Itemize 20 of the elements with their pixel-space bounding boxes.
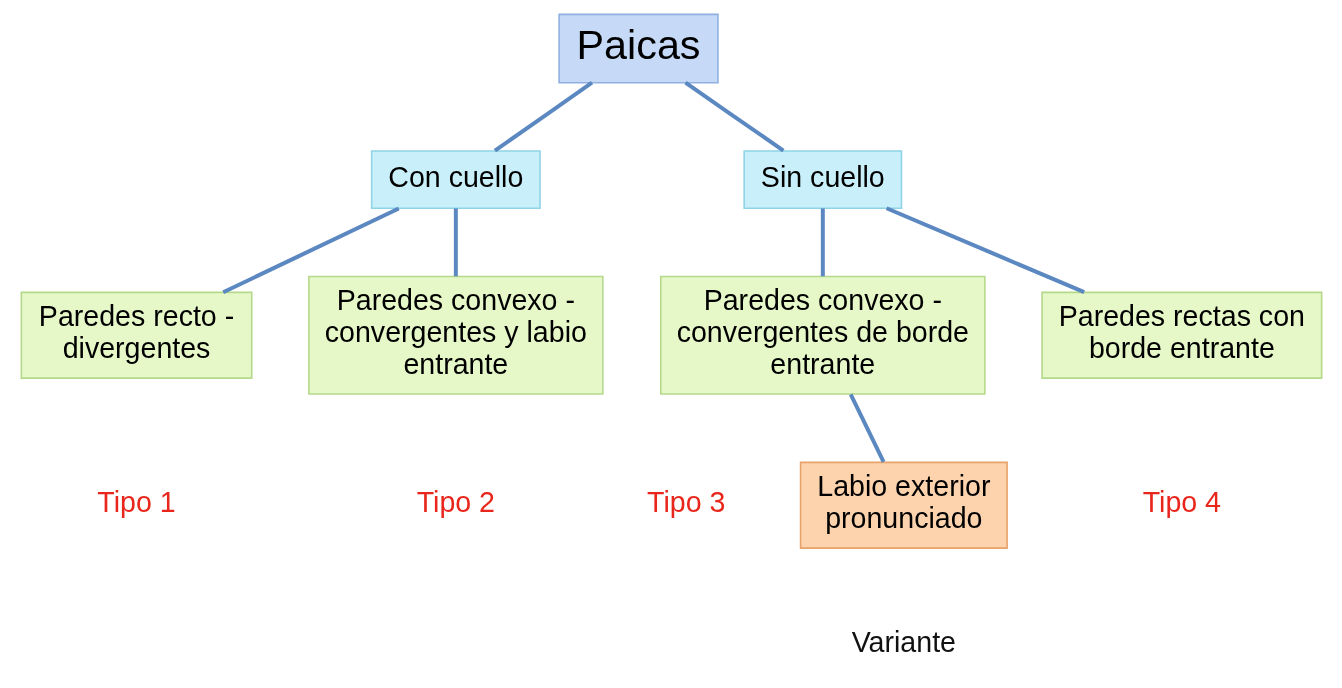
node-box: Con cuello bbox=[370, 150, 541, 209]
node-box: Paicas bbox=[557, 13, 719, 84]
connector bbox=[493, 81, 593, 153]
connector bbox=[820, 208, 825, 277]
node-box: Sin cuello bbox=[742, 150, 902, 209]
node-label: Tipo 1 bbox=[96, 486, 176, 519]
node-label: Tipo 4 bbox=[1142, 486, 1221, 519]
connector bbox=[221, 206, 400, 295]
connector bbox=[453, 208, 458, 277]
connector bbox=[848, 393, 885, 463]
node-box: Paredes rectas con borde entrante bbox=[1040, 291, 1322, 379]
connector bbox=[885, 206, 1085, 294]
node-label: Variante bbox=[851, 626, 956, 659]
node-box: Paredes convexo - convergentes de borde entrante bbox=[659, 275, 986, 395]
node-label: Tipo 3 bbox=[646, 486, 725, 519]
connector bbox=[683, 81, 785, 153]
node-label: Tipo 2 bbox=[416, 486, 495, 519]
node-box: Paredes convexo - convergentes y labio entrante bbox=[307, 275, 604, 395]
node-box: Paredes recto - divergentes bbox=[20, 291, 252, 379]
node-box: Labio exterior pronunciado bbox=[799, 461, 1008, 549]
